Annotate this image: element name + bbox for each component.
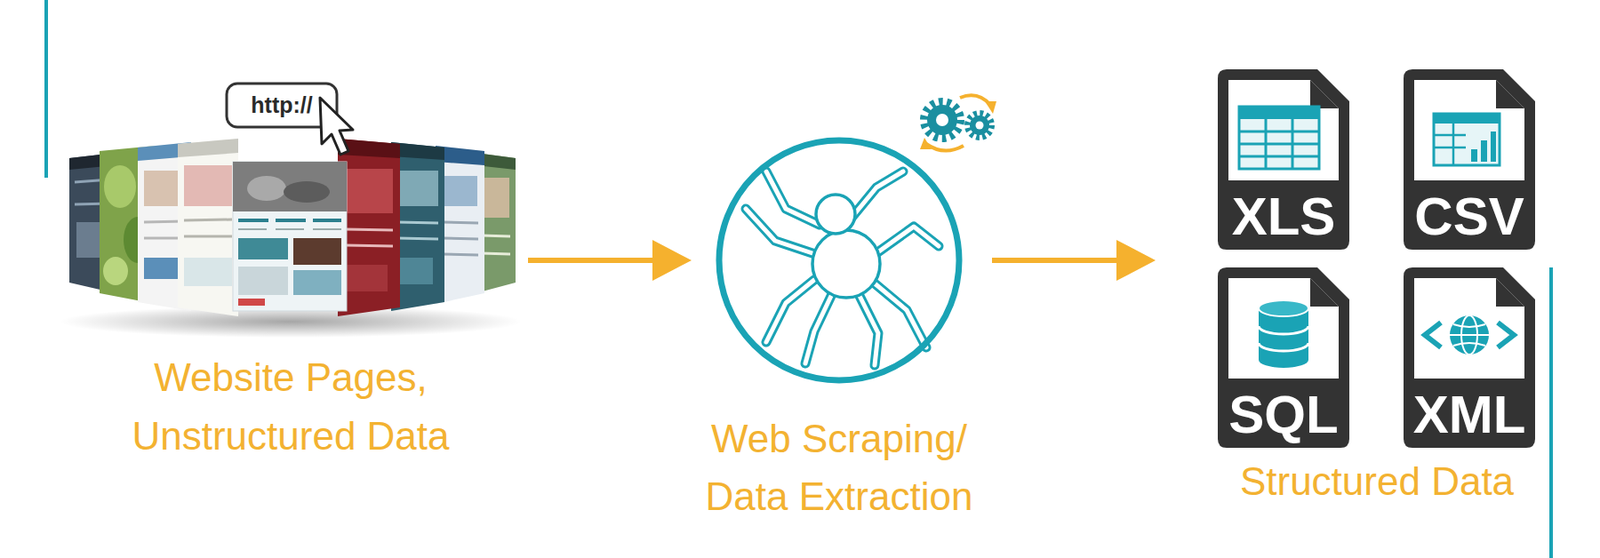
spider-icon — [745, 171, 939, 366]
arrow-line — [992, 257, 1120, 264]
text-block: Structured Data — [1191, 455, 1563, 509]
accent-line — [44, 0, 48, 178]
csv-file-icon — [1403, 69, 1536, 250]
text-block: Website Pages, Unstructured Data — [104, 348, 478, 466]
output-formats-group: Structured Data — [1217, 69, 1536, 514]
mouse-cursor — [320, 97, 353, 155]
gears-icon — [920, 95, 997, 151]
format-label: SQL — [1217, 388, 1350, 442]
arrow-head — [1116, 240, 1156, 281]
url-text: http:// — [226, 89, 337, 121]
stage-label: Web Scraping/ Data Extraction — [670, 409, 1008, 526]
source-pages-group: Website Pages, Unstructured Data — [66, 83, 516, 475]
arrow-line — [528, 257, 656, 264]
scraper-circle: Web Scraping/ Data Extraction — [714, 136, 964, 385]
circle-outline — [714, 136, 964, 385]
flow-arrow — [528, 240, 692, 281]
flow-arrow — [992, 240, 1156, 281]
sql-file-icon — [1217, 267, 1350, 448]
stage-label: Structured Data — [1191, 455, 1563, 509]
arrow-head — [652, 240, 692, 281]
format-label: XLS — [1217, 190, 1350, 244]
website-pages-illustration — [59, 138, 522, 338]
xls-file-icon — [1217, 69, 1350, 250]
format-label: XML — [1403, 388, 1536, 442]
stage-label: Website Pages, Unstructured Data — [104, 348, 478, 466]
accent-line — [1549, 267, 1553, 558]
xml-file-icon — [1403, 267, 1536, 448]
format-label: CSV — [1403, 190, 1536, 244]
text-block: Web Scraping/ Data Extraction — [670, 409, 1008, 526]
circle-outline — [719, 140, 960, 381]
